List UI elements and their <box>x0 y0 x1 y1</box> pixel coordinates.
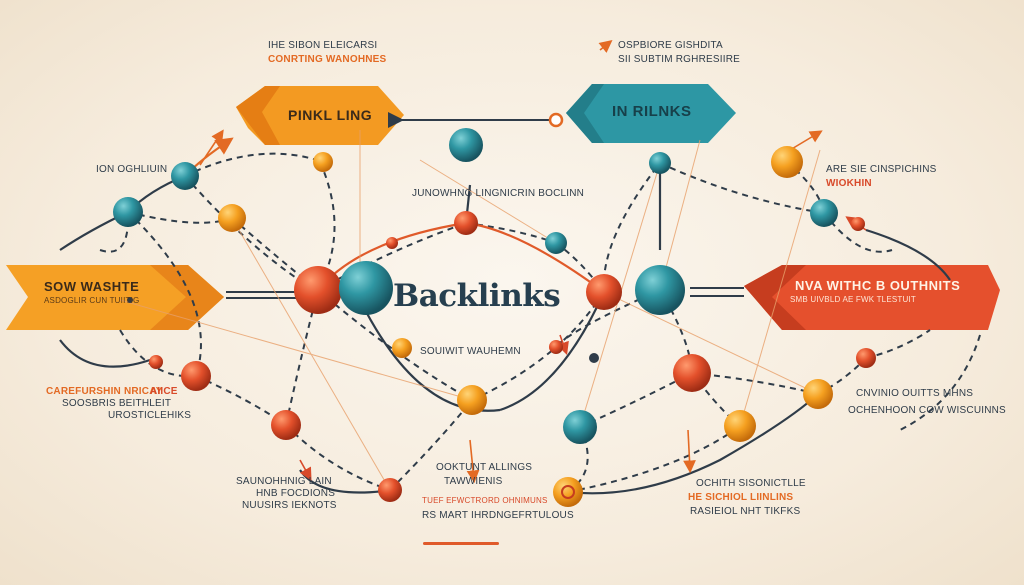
node-teal-1 <box>171 162 199 190</box>
label-bottom-left-3: NUUSIRS IEKNOTS <box>242 500 337 511</box>
label-bottom-right-1: OCHITH SISONICTLLE <box>696 478 806 489</box>
banner-top-right <box>566 84 736 143</box>
label-bottom-center-1: OOKTUNT ALLINGS <box>436 462 533 473</box>
node-orange-7 <box>803 379 833 409</box>
label-left-lower-2: SOOSBRIS BEITHLEIT <box>62 398 172 409</box>
banner-left-sublabel: ASDOGLIR CUN TUIITIG <box>44 296 140 305</box>
banner-top-left <box>236 86 404 145</box>
label-left-lower-1: CAREFURSHIN NRICAY <box>46 386 163 397</box>
node-red-3 <box>181 361 211 391</box>
node-red-9 <box>149 355 163 369</box>
node-orange-6 <box>553 477 583 507</box>
label-top-left-1: IHE SIBON ELEICARSI <box>268 40 378 51</box>
node-orange-5 <box>724 410 756 442</box>
label-upper-right-1: ARE SIE CINSPICHINS <box>826 164 937 175</box>
label-upper-left: ION OGHLIUIN <box>96 164 168 175</box>
footer-accent-bar <box>423 542 499 545</box>
label-center-below: SOUIWIT WAUHEMN <box>420 346 521 357</box>
solid-links <box>59 137 951 495</box>
node-dot-1 <box>127 297 133 303</box>
node-teal-6 <box>810 199 838 227</box>
node-red-7 <box>856 348 876 368</box>
label-left-lower-1b: AIICE <box>150 386 178 397</box>
node-hub-left <box>294 266 342 314</box>
node-orange-3 <box>392 338 412 358</box>
banner-right <box>744 265 1000 330</box>
node-red-1 <box>454 211 478 235</box>
node-red-4 <box>271 410 301 440</box>
label-bottom-center-3: TUEF EFWCTRORD OHNIMUNS <box>422 496 548 505</box>
node-orange-2 <box>218 204 246 232</box>
node-teal-5 <box>649 152 671 174</box>
label-bottom-center-4: RS MART IHRDNGEFRTULOUS <box>422 510 574 521</box>
label-top-left-2: CONRTING WANOHNES <box>268 54 387 65</box>
diagram-title: Backlinks <box>393 278 561 314</box>
node-hub-right <box>635 265 685 315</box>
hub-connectors <box>226 112 744 299</box>
node-orange-8 <box>771 146 803 178</box>
label-bottom-right-3: RASIEIOL NHT TIKFKS <box>690 506 801 517</box>
label-bottom-right-2: HE SICHIOL LIINLINS <box>688 492 794 503</box>
node-red-8 <box>851 217 865 231</box>
node-orange-1 <box>313 152 333 172</box>
node-red-10 <box>549 340 563 354</box>
node-teal-4 <box>563 410 597 444</box>
banner-top-left-label: PINKL LING <box>288 107 373 123</box>
label-upper-right-2: WIOKHIN <box>826 178 872 189</box>
nodes <box>113 128 876 507</box>
label-bottom-center-2: TAWWIENIS <box>444 476 503 487</box>
label-right-lower-1: CNVINIO OUITTS MHNS <box>856 388 974 399</box>
node-red-5 <box>378 478 402 502</box>
label-left-lower-3: UROSTICLEHIKS <box>108 410 192 421</box>
label-top-right-2: SII SUBTIM RGHRESIIRE <box>618 54 740 65</box>
banner-right-sublabel: SMB UIVBLD AE FWK TLESTUIT <box>790 295 916 304</box>
label-right-lower-2: OCHENHOON COW WISCUINNS <box>848 405 1006 416</box>
node-hub-center <box>339 261 393 315</box>
label-bottom-left-2: HNB FOCDIONS <box>256 488 336 499</box>
node-teal-2 <box>113 197 143 227</box>
label-bottom-left-1: SAUNOHHNIG LAIN <box>236 476 332 487</box>
banner-top-right-label: IN RILNKS <box>612 103 692 120</box>
label-top-right-1: OSPBIORE GISHDITA <box>618 40 723 51</box>
node-top-pin <box>449 128 483 162</box>
node-red-2 <box>386 237 398 249</box>
node-hub-right-red <box>586 274 622 310</box>
label-upper-center: JUNOWHNG LINGNICRIN BOCLINN <box>412 188 585 199</box>
node-navy-1 <box>589 353 599 363</box>
node-teal-3 <box>545 232 567 254</box>
banner-right-label: NVA WITHC B OUTHNITS <box>795 278 961 293</box>
node-red-6 <box>673 354 711 392</box>
node-orange-4 <box>457 385 487 415</box>
banner-left-label: SOW WASHTE <box>44 279 140 294</box>
